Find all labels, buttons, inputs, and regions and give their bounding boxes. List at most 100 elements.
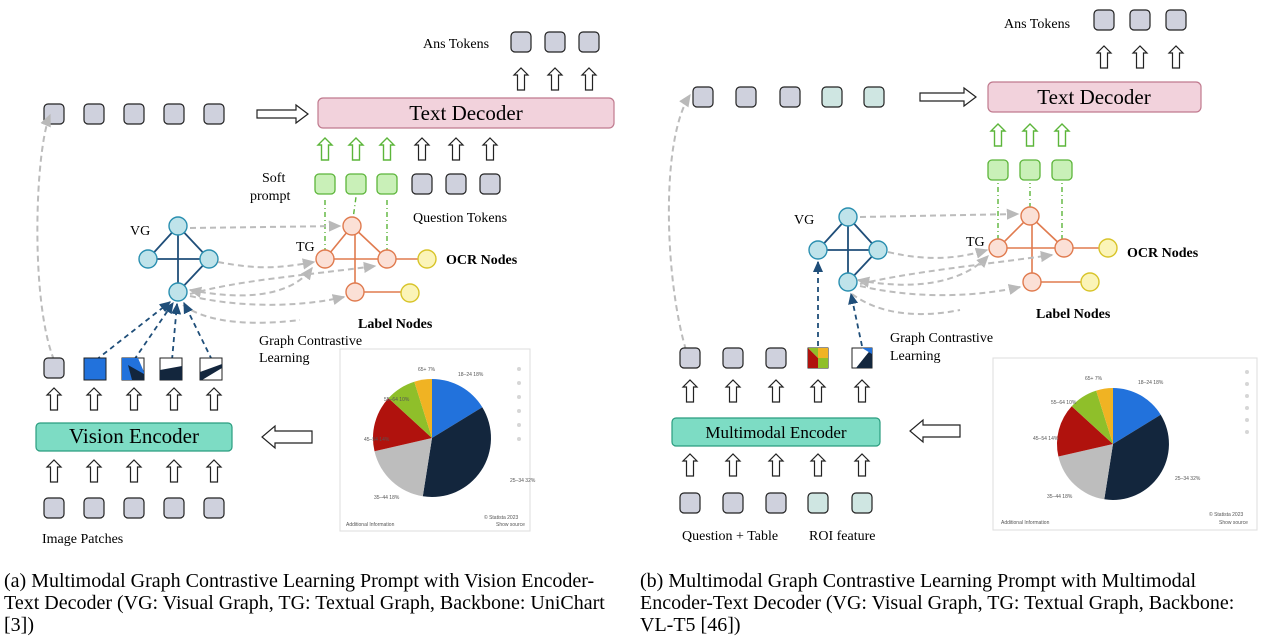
svg-text:18–24 18%: 18–24 18% xyxy=(1138,380,1164,386)
image-patch xyxy=(199,357,223,381)
svg-text:45–54 14%: 45–54 14% xyxy=(1033,436,1059,442)
output-tokens xyxy=(43,103,225,125)
roi-feature-label: ROI feature xyxy=(809,529,875,544)
image-patch xyxy=(159,357,183,381)
ans-token xyxy=(510,31,532,53)
svg-text:35–44 18%: 35–44 18% xyxy=(1047,494,1073,500)
left-arrow xyxy=(909,418,961,444)
tg-label: TG xyxy=(296,240,315,255)
text-decoder-box xyxy=(987,81,1202,113)
soft-prompt-token xyxy=(1019,159,1041,181)
tg-node xyxy=(1054,238,1074,258)
panel-b: Ans Tokens Text Decoder xyxy=(667,9,1258,544)
vision-encoder-label: Vision Encoder xyxy=(69,424,199,448)
label-node xyxy=(1080,272,1100,292)
svg-text:55–64 10%: 55–64 10% xyxy=(384,397,410,403)
question-tokens-label: Question Tokens xyxy=(413,211,507,226)
textual-graph xyxy=(324,225,426,293)
ocr-nodes-label: OCR Nodes xyxy=(446,253,518,268)
contrastive-links xyxy=(667,93,1054,351)
patch-links xyxy=(95,301,213,361)
multimodal-encoder-label: Multimodal Encoder xyxy=(705,423,847,442)
gcl-label: Graph Contrastive xyxy=(259,334,362,349)
question-token xyxy=(411,173,433,195)
tg-node xyxy=(377,249,397,269)
vg-node xyxy=(168,216,188,236)
up-arrow xyxy=(448,137,464,161)
tg-node xyxy=(315,249,335,269)
text-decoder-box xyxy=(317,97,615,129)
pie-chart-image: 18–24 18% 25–34 32% 35–44 18% 45–54 14% … xyxy=(992,357,1258,531)
tg-node xyxy=(342,216,362,236)
question-table-label: Question + Table xyxy=(682,529,778,544)
panel-a: Ans Tokens Text Decoder Soft prompt Ques… xyxy=(35,31,615,547)
roi-patch xyxy=(851,347,873,369)
cls-token xyxy=(43,357,65,379)
vg-node xyxy=(868,240,888,260)
up-arrow xyxy=(513,67,529,91)
svg-text:© Statista 2023: © Statista 2023 xyxy=(484,514,518,521)
svg-text:55–64 10%: 55–64 10% xyxy=(1051,400,1077,406)
tg-node xyxy=(345,282,365,302)
input-tokens xyxy=(679,492,873,514)
ans-token xyxy=(1165,9,1187,31)
ans-token xyxy=(1129,9,1151,31)
up-arrow xyxy=(581,67,597,91)
tg-node xyxy=(1020,206,1040,226)
vg-label: VG xyxy=(130,224,150,239)
svg-text:25–34 32%: 25–34 32% xyxy=(1175,476,1201,482)
vg-node xyxy=(138,249,158,269)
soft-prompt-token xyxy=(345,173,367,195)
image-patches-label: Image Patches xyxy=(42,532,123,547)
tg-label: TG xyxy=(966,235,985,250)
text-decoder-label: Text Decoder xyxy=(1037,85,1150,109)
up-arrow xyxy=(414,137,430,161)
svg-text:65+ 7%: 65+ 7% xyxy=(418,367,436,373)
gcl-label: Learning xyxy=(259,351,310,366)
input-patches xyxy=(43,497,225,519)
up-arrow-green xyxy=(379,137,395,161)
caption-a: (a) Multimodal Graph Contrastive Learnin… xyxy=(4,570,605,636)
left-arrow xyxy=(261,424,313,450)
svg-text:18–24 18%: 18–24 18% xyxy=(458,372,484,378)
svg-text:Show source: Show source xyxy=(496,522,525,528)
question-token xyxy=(445,173,467,195)
gcl-label: Graph Contrastive xyxy=(890,331,993,346)
svg-text:Show source: Show source xyxy=(1219,520,1248,526)
svg-text:© Statista 2023: © Statista 2023 xyxy=(1209,511,1243,518)
ocr-nodes-label: OCR Nodes xyxy=(1127,246,1199,261)
up-arrow xyxy=(482,137,498,161)
ans-tokens-label: Ans Tokens xyxy=(1004,17,1070,32)
caption-b: (b) Multimodal Graph Contrastive Learnin… xyxy=(640,570,1235,636)
textual-graph xyxy=(997,215,1108,283)
roi-links xyxy=(812,260,863,347)
ans-token xyxy=(578,31,600,53)
vg-label: VG xyxy=(794,213,814,228)
ans-tokens-label: Ans Tokens xyxy=(423,37,489,52)
label-nodes-label: Label Nodes xyxy=(1036,307,1111,322)
vision-encoder-box xyxy=(35,422,233,452)
svg-text:65+ 7%: 65+ 7% xyxy=(1085,376,1103,382)
up-arrow-green xyxy=(317,137,333,161)
soft-prompt-label: prompt xyxy=(250,189,291,204)
vg-node xyxy=(838,272,858,292)
ocr-node xyxy=(1098,238,1118,258)
soft-prompt-token xyxy=(1051,159,1073,181)
right-arrow xyxy=(919,86,977,108)
soft-prompt-token xyxy=(987,159,1009,181)
output-tokens xyxy=(692,86,885,108)
soft-prompt-links xyxy=(997,183,1063,240)
svg-text:Additional Information: Additional Information xyxy=(1001,520,1050,526)
up-arrow xyxy=(547,67,563,91)
svg-text:35–44 18%: 35–44 18% xyxy=(374,495,400,501)
roi-patch xyxy=(807,347,829,369)
gcl-label: Learning xyxy=(890,349,941,364)
image-patch xyxy=(83,357,107,381)
text-decoder-label: Text Decoder xyxy=(409,101,522,125)
pie-chart-image: 18–24 18% 25–34 32% 35–44 18% 45–54 14% … xyxy=(339,348,536,532)
svg-text:45–54 14%: 45–54 14% xyxy=(364,437,390,443)
soft-prompt-label: Soft xyxy=(262,171,285,186)
svg-text:Additional Information: Additional Information xyxy=(346,522,395,528)
vg-node xyxy=(838,207,858,227)
